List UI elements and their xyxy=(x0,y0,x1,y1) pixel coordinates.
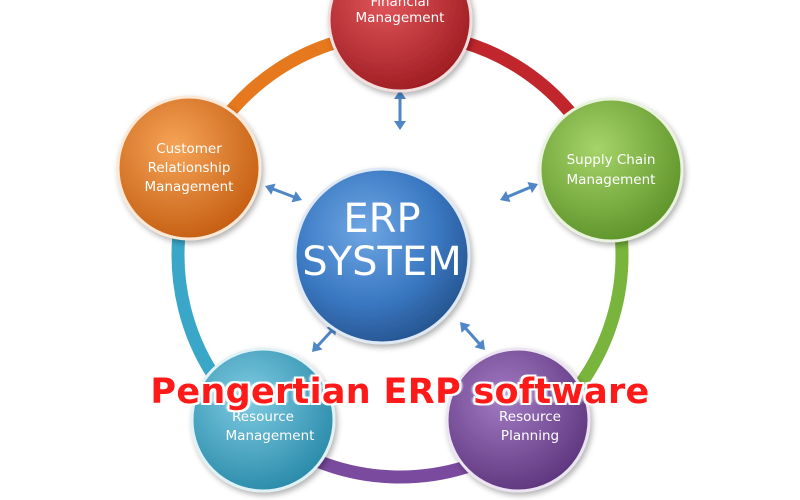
resource-planning-label-line-2: Planning xyxy=(501,428,559,444)
supply-chain-label-line-1: Supply Chain xyxy=(567,152,656,168)
erp-system-node: ERP SYSTEM xyxy=(293,167,471,345)
crm-label-line-3: Management xyxy=(145,179,234,195)
crm-label-line-1: Customer xyxy=(156,141,222,157)
erp-system-label-line-2: SYSTEM xyxy=(302,239,461,285)
node-customer-relationship-management: Customer Relationship Management xyxy=(116,95,262,241)
caption-title: Pengertian ERP software xyxy=(150,372,650,412)
arrow-center-supply-chain xyxy=(500,181,538,203)
financial-label-line-1: Financial xyxy=(370,0,429,10)
erp-system-label-line-1: ERP xyxy=(343,196,420,242)
connector-arrows xyxy=(265,90,538,352)
arrow-center-crm xyxy=(265,183,302,203)
arrow-center-financial xyxy=(394,90,406,130)
supply-chain-label-line-2: Management xyxy=(567,172,656,188)
node-resource-planning: Resource Planning xyxy=(445,347,591,493)
node-resource-management: Resource Management xyxy=(190,347,336,493)
resource-planning-label-line-1: Resource xyxy=(499,409,561,425)
arrow-center-resource-planning xyxy=(460,322,485,350)
resource-management-label-line-2: Management xyxy=(226,428,315,444)
node-financial-management: Financial Management xyxy=(327,0,473,93)
crm-label-line-2: Relationship xyxy=(148,160,231,176)
financial-label-line-2: Management xyxy=(356,10,445,26)
node-supply-chain-management: Supply Chain Management xyxy=(538,97,684,243)
resource-management-label-line-1: Resource xyxy=(232,409,294,425)
